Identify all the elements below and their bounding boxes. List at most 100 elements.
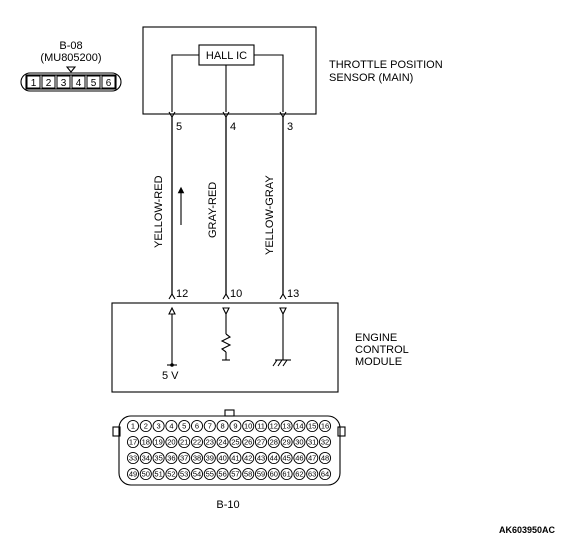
- connector-b10-pin-24: 24: [218, 438, 226, 447]
- connector-b10-pin-58-circle: [242, 467, 255, 481]
- ecm-name-line3: MODULE: [355, 356, 402, 368]
- ecm-input-12-triangle: [168, 306, 176, 315]
- connector-b10-pin-19: 19: [154, 438, 162, 447]
- connector-b10-pin-35: 35: [154, 454, 162, 463]
- connector-b10-pin-24-circle: [216, 435, 229, 449]
- connector-b10-pin-6-circle: [190, 419, 204, 433]
- connector-b10-pin-9-circle: [229, 419, 242, 433]
- sensor-name-line1: THROTTLE POSITION: [329, 59, 443, 71]
- connector-b10-pin-52-circle: [165, 467, 178, 481]
- connector-b10-pin-54: 54: [193, 470, 201, 479]
- connector-b10-pin-18: 18: [142, 438, 150, 447]
- connector-b10-pin-19-circle: [152, 435, 165, 449]
- connector-b08-latch: [65, 66, 77, 73]
- throttle-position-sensor: HALL IC THROTTLE POSITION SENSOR (MAIN): [142, 26, 443, 115]
- resistor-symbol: [220, 333, 232, 353]
- connector-b08-part-number: (MU805200): [40, 52, 101, 64]
- ecm-input-10-triangle: [222, 307, 230, 316]
- connector-b10-pin-23: 23: [206, 438, 214, 447]
- connector-b10-pin-38: 38: [193, 454, 201, 463]
- connector-b10-pin-59: 59: [257, 470, 265, 479]
- connector-b10-pin-3: 3: [157, 422, 161, 431]
- connector-b10-pin-4-circle: [165, 419, 178, 433]
- connector-b10-pin-7-circle: [203, 419, 216, 433]
- connector-b10-pin-36: 36: [167, 454, 175, 463]
- connector-b10-pin-20-circle: [165, 435, 178, 449]
- connector-b10-pin-28: 28: [270, 438, 278, 447]
- connector-b10-pin-16: 16: [321, 422, 329, 431]
- connector-b10-pin-46: 46: [295, 454, 303, 463]
- connector-b08-pin-3-cell: [56, 75, 71, 89]
- connector-b10-pin-12-circle: [267, 419, 280, 433]
- connector-b10-pin-49-circle: [126, 467, 140, 481]
- connector-b10-pin-63-circle: [306, 467, 319, 481]
- engine-control-module: ENGINE CONTROL MODULE 5 V: [111, 302, 409, 393]
- connector-b10-pin-51: 51: [154, 470, 162, 479]
- connector-b10-pin-25-circle: [229, 435, 242, 449]
- connector-b10-pin-51-circle: [152, 467, 165, 481]
- sensor-pin-3: 3: [287, 121, 293, 133]
- connector-b10-pin-45: 45: [282, 454, 290, 463]
- connector-b10-pin-15: 15: [308, 422, 316, 431]
- connector-b10-pin-55: 55: [206, 470, 214, 479]
- connector-b08-pin-2-cell: [41, 75, 56, 89]
- sensor-terminals: 5 4 3: [168, 111, 293, 133]
- connector-b08-pin-1: 1: [31, 78, 37, 89]
- connector-b08-pin-6-cell: [101, 75, 116, 89]
- connector-b10-pin-17: 17: [129, 438, 137, 447]
- connector-b10-pin-33: 33: [129, 454, 137, 463]
- ecm-name-line2: CONTROL: [355, 344, 409, 356]
- connector-b10-pin-10-circle: [242, 419, 255, 433]
- connector-b10-pin-62-circle: [293, 467, 306, 481]
- connector-b10-pin-11-circle: [254, 419, 268, 433]
- connector-b10-left-tab: [112, 426, 121, 437]
- connector-b10-pin-4: 4: [169, 422, 173, 431]
- connector-b10-pin-27: 27: [257, 438, 265, 447]
- connector-b10-pin-64-circle: [318, 467, 332, 481]
- supply-voltage-label: 5 V: [162, 370, 179, 382]
- connector-b10-pin-59-circle: [254, 467, 268, 481]
- connector-b10-pin-61-circle: [280, 467, 293, 481]
- connector-b10-pin-34-circle: [139, 451, 152, 465]
- connector-b10-pin-44-circle: [267, 451, 280, 465]
- wire-color-yellow-red: YELLOW-RED: [153, 175, 165, 248]
- connector-b10-pin-18-circle: [139, 435, 152, 449]
- ecm-box: [111, 302, 339, 393]
- connector-b10-pin-2: 2: [144, 422, 148, 431]
- connector-b10-pin-29: 29: [282, 438, 290, 447]
- connector-b10-pin-1: 1: [131, 422, 135, 431]
- connector-b10-pin-43-circle: [254, 451, 268, 465]
- connector-b10-pin-53-circle: [178, 467, 191, 481]
- ecm-terminal-10-mark: [222, 292, 230, 300]
- connector-b10-pin-48: 48: [321, 454, 329, 463]
- connector-b10-pin-11: 11: [257, 422, 265, 431]
- connector-b10-pin-46-circle: [293, 451, 306, 465]
- connector-b10-pin-58: 58: [244, 470, 252, 479]
- connector-b10-pin-37-circle: [178, 451, 191, 465]
- connector-b08-body: [20, 72, 122, 92]
- connector-b10-pin-64: 64: [321, 470, 329, 479]
- connector-b08-pin-6: 6: [106, 78, 112, 89]
- connector-b10-pin-50-circle: [139, 467, 152, 481]
- connector-b10-pin-25: 25: [231, 438, 239, 447]
- connector-b10-pin-6: 6: [195, 422, 199, 431]
- harness-wires: YELLOW-RED GRAY-RED YELLOW-GRAY: [153, 117, 284, 294]
- connector-b10-pin-15-circle: [306, 419, 319, 433]
- ground-hatch-1: [272, 359, 278, 367]
- connector-b10-pin-63: 63: [308, 470, 316, 479]
- connector-b10-right-tab: [337, 426, 346, 437]
- connector-b10-pin-60: 60: [270, 470, 278, 479]
- connector-b10-pin-43: 43: [257, 454, 265, 463]
- connector-b10-pin-7: 7: [208, 422, 212, 431]
- connector-b10-pin-21: 21: [180, 438, 188, 447]
- connector-b10-pin-32-circle: [318, 435, 332, 449]
- connector-b10-pin-26: 26: [244, 438, 252, 447]
- connector-b10-pin-38-circle: [190, 451, 204, 465]
- connector-b10-pin-44: 44: [270, 454, 278, 463]
- ecm-terminal-12-mark: [168, 292, 176, 300]
- ecm-terminals: 12 10 13: [168, 288, 299, 300]
- connector-b10-pin-61: 61: [282, 470, 290, 479]
- connector-b10-pin-5-circle: [178, 419, 191, 433]
